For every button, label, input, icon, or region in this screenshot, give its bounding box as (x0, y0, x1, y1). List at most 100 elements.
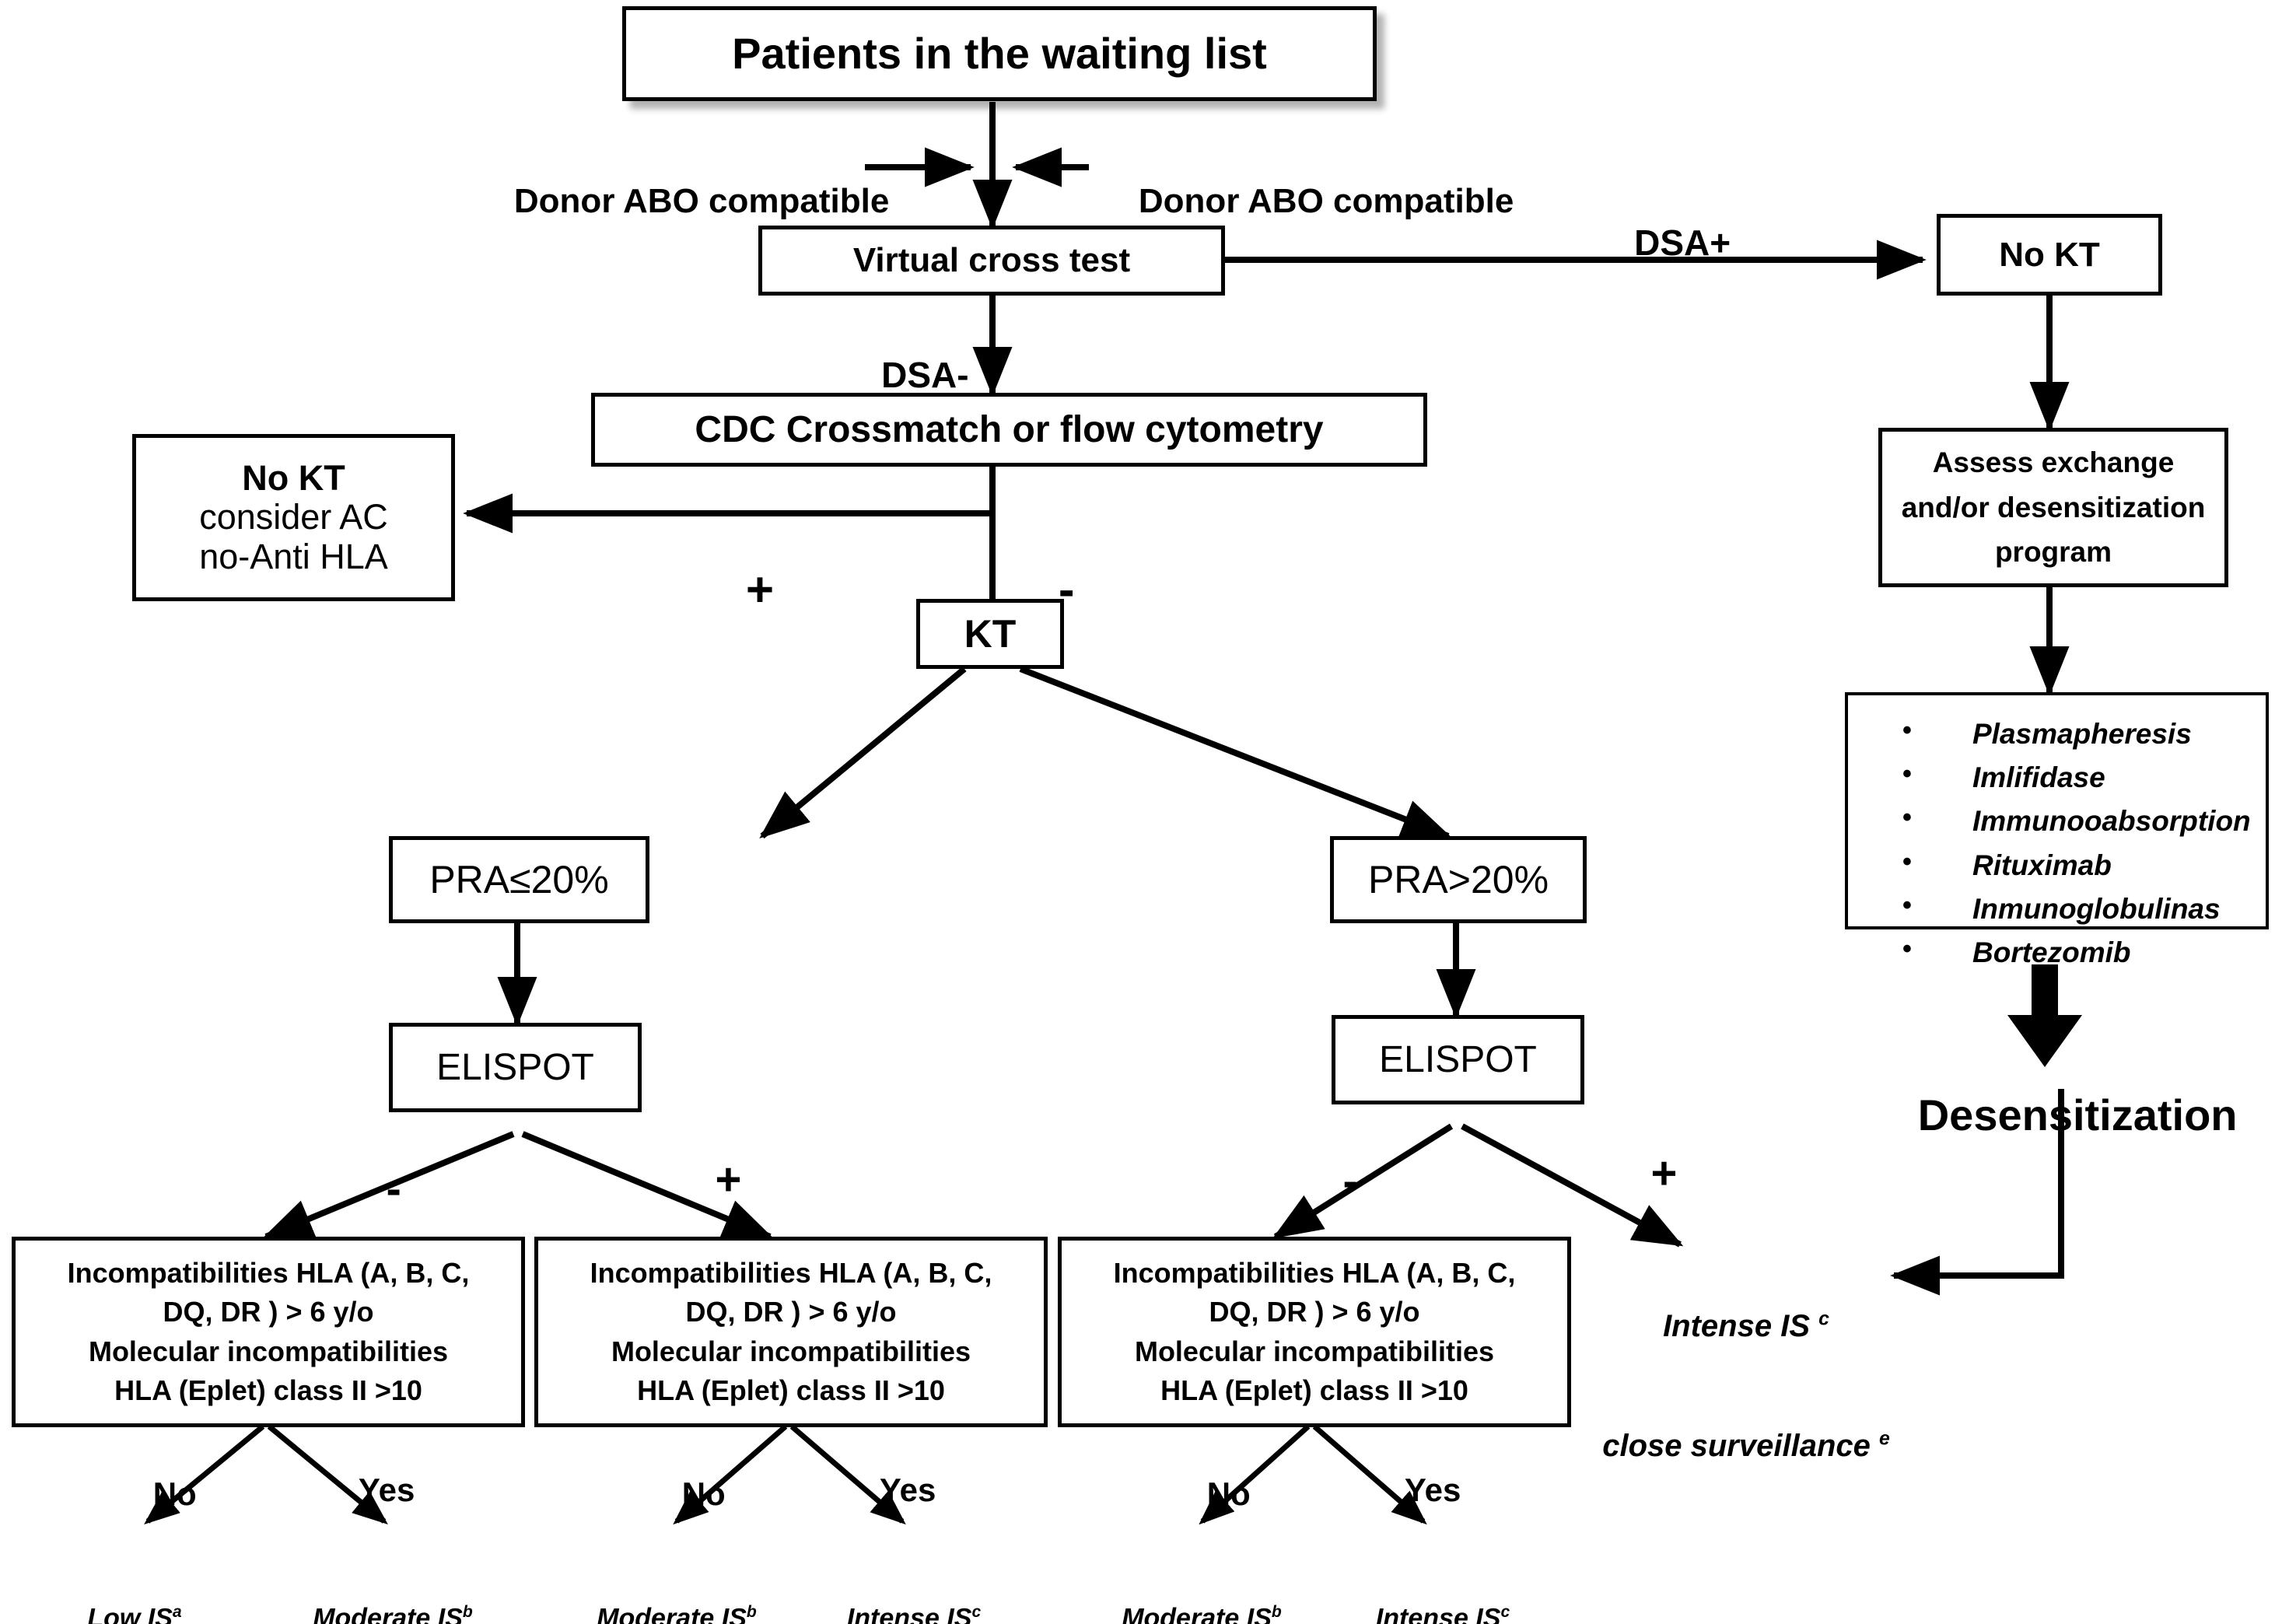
desensitization-options-box[interactable]: Plasmapheresis Imlifidase Immunooabsorpt… (1845, 692, 2269, 970)
outcome-text: Intense IS (1663, 1309, 1819, 1344)
outcome-superscript: b (746, 1603, 757, 1622)
incompat-line4: HLA (Eplet) class II >10 (114, 1374, 422, 1406)
node-elispot-left-label: ELISPOT (436, 1046, 594, 1088)
node-elispot-right-label: ELISPOT (1379, 1038, 1537, 1080)
incompat-line1: Incompatibilities HLA (A, B, C, (67, 1256, 470, 1289)
incompat-line1: Incompatibilities HLA (A, B, C, (590, 1256, 992, 1289)
list-item: Imlifidase (1902, 754, 2266, 800)
edge-label-text: - (1058, 563, 1075, 618)
outcome-text: Intense IS (846, 1603, 972, 1624)
edge-label-no-3: No (1171, 1439, 1251, 1512)
node-no-kt-left[interactable]: No KT consider AC no-Anti HLA (132, 434, 455, 601)
incompat-line3: Molecular incompatibilities (611, 1335, 971, 1367)
node-pra-low-label: PRA≤20% (429, 858, 609, 901)
list-item: Immunooabsorption (1902, 798, 2266, 843)
edge-label-elispot-right-plus: + (1601, 1098, 1677, 1250)
node-virtual-cross-test[interactable]: Virtual cross test (758, 226, 1225, 296)
outcome-text: Intense IS (1375, 1603, 1501, 1624)
node-incompatibilities-3[interactable]: Incompatibilities HLA (A, B, C, DQ, DR )… (1058, 1237, 1571, 1427)
outcome-superscript: b (462, 1603, 473, 1622)
node-elispot-right[interactable]: ELISPOT (1332, 1015, 1584, 1104)
incompat-line3: Molecular incompatibilities (88, 1335, 449, 1367)
node-virtual-cross-test-label: Virtual cross test (852, 241, 1131, 280)
edge-label-text: No (1206, 1475, 1251, 1513)
outcome-low-is: Low ISa regular surveillanced (14, 1544, 255, 1624)
node-cdc-crossmatch-label: CDC Crossmatch or flow cytometry (695, 408, 1324, 450)
node-cdc-crossmatch[interactable]: CDC Crossmatch or flow cytometry (591, 393, 1427, 467)
node-pra-low[interactable]: PRA≤20% (389, 836, 649, 923)
edge-label-text: Yes (879, 1472, 936, 1509)
node-incompatibilities-1[interactable]: Incompatibilities HLA (A, B, C, DQ, DR )… (12, 1237, 525, 1427)
edge-label-cdc-minus: - (1005, 509, 1075, 671)
edge-label-donor-abo-left: Donor ABO compatible (476, 144, 889, 259)
outcome-superscript: e (1878, 1428, 1890, 1450)
edge-label-elispot-left-minus: - (336, 1114, 401, 1265)
edge-label-yes-2: Yes (844, 1435, 936, 1508)
node-assess-line3: program (1994, 536, 2112, 569)
edge-label-text: DSA+ (1634, 222, 1731, 263)
desensitization-options-list: Plasmapheresis Imlifidase Immunooabsorpt… (1848, 711, 2266, 975)
node-no-kt-right-label: No KT (1999, 235, 2100, 274)
edge-label-text: Yes (358, 1472, 415, 1509)
incompat-line3: Molecular incompatibilities (1134, 1335, 1495, 1367)
node-pra-high[interactable]: PRA>20% (1330, 836, 1587, 923)
incompat-line2: DQ, DR ) > 6 y/o (1209, 1296, 1420, 1328)
edge-label-text: + (1650, 1147, 1678, 1199)
list-item: Plasmapheresis (1902, 711, 2266, 756)
edge-label-no-1: No (117, 1439, 197, 1512)
outcome-text: Moderate IS (1122, 1603, 1272, 1624)
outcome-superscript: c (1818, 1309, 1829, 1331)
outcome-superscript: b (1271, 1603, 1282, 1622)
node-kt-label: KT (964, 612, 1017, 656)
list-item: Rituximab (1902, 842, 2266, 887)
outcome-text: close surveillance (1602, 1428, 1879, 1463)
incompat-line4: HLA (Eplet) class II >10 (1160, 1374, 1468, 1406)
edge-label-text: Donor ABO compatible (1138, 182, 1514, 221)
edge-label-no-2: No (646, 1439, 726, 1512)
node-no-kt-left-line2: consider AC (199, 497, 388, 537)
edge-label-text: + (745, 563, 775, 618)
node-elispot-left[interactable]: ELISPOT (389, 1023, 642, 1112)
edge-label-elispot-right-minus: - (1293, 1106, 1358, 1258)
node-incompatibilities-2[interactable]: Incompatibilities HLA (A, B, C, DQ, DR )… (534, 1237, 1048, 1427)
edge-label-elispot-left-plus: + (665, 1104, 741, 1256)
edge-label-text: No (681, 1475, 726, 1513)
outcome-superscript: c (971, 1603, 982, 1622)
node-pra-high-label: PRA>20% (1367, 858, 1549, 901)
list-item: Bortezomib (1902, 929, 2266, 975)
list-item: Inmunoglobulinas (1902, 886, 2266, 931)
edge-label-donor-abo-right: Donor ABO compatible (1101, 144, 1514, 259)
node-desensitization: Desensitization (1851, 1042, 2256, 1188)
node-assess-exchange[interactable]: Assess exchange and/or desensitization p… (1878, 428, 2228, 587)
outcome-superscript: c (1500, 1603, 1510, 1622)
outcome-text: Moderate IS (313, 1603, 463, 1624)
node-waiting-list-label: Patients in the waiting list (732, 28, 1267, 78)
outcome-intense-is-desensitized: Intense IS c close surveillance e (1598, 1227, 1894, 1546)
node-no-kt-left-line1: No KT (242, 457, 345, 498)
outcome-text: Low IS (87, 1603, 173, 1624)
edge-label-text: - (1342, 1155, 1358, 1206)
incompat-line2: DQ, DR ) > 6 y/o (685, 1296, 897, 1328)
node-no-kt-right[interactable]: No KT (1937, 214, 2162, 296)
node-no-kt-left-line3: no-Anti HLA (199, 536, 388, 576)
incompat-line4: HLA (Eplet) class II >10 (637, 1374, 945, 1406)
edge-label-text: - (386, 1163, 401, 1214)
edge-label-text: + (715, 1153, 742, 1205)
outcome-superscript: a (172, 1603, 182, 1622)
node-assess-line2: and/or desensitization (1901, 491, 2206, 523)
edge-label-yes-1: Yes (323, 1435, 415, 1508)
edge-label-cdc-plus: + (692, 509, 774, 671)
node-waiting-list[interactable]: Patients in the waiting list (622, 6, 1377, 101)
node-kt[interactable]: KT (916, 599, 1064, 669)
incompat-line2: DQ, DR ) > 6 y/o (163, 1296, 374, 1328)
edge-label-text: DSA- (881, 354, 969, 395)
edge-label-yes-3: Yes (1369, 1435, 1461, 1508)
edge-label-dsa-minus: DSA- (842, 315, 969, 436)
node-desensitization-label: Desensitization (1917, 1090, 2238, 1139)
edge-label-text: No (152, 1475, 197, 1513)
